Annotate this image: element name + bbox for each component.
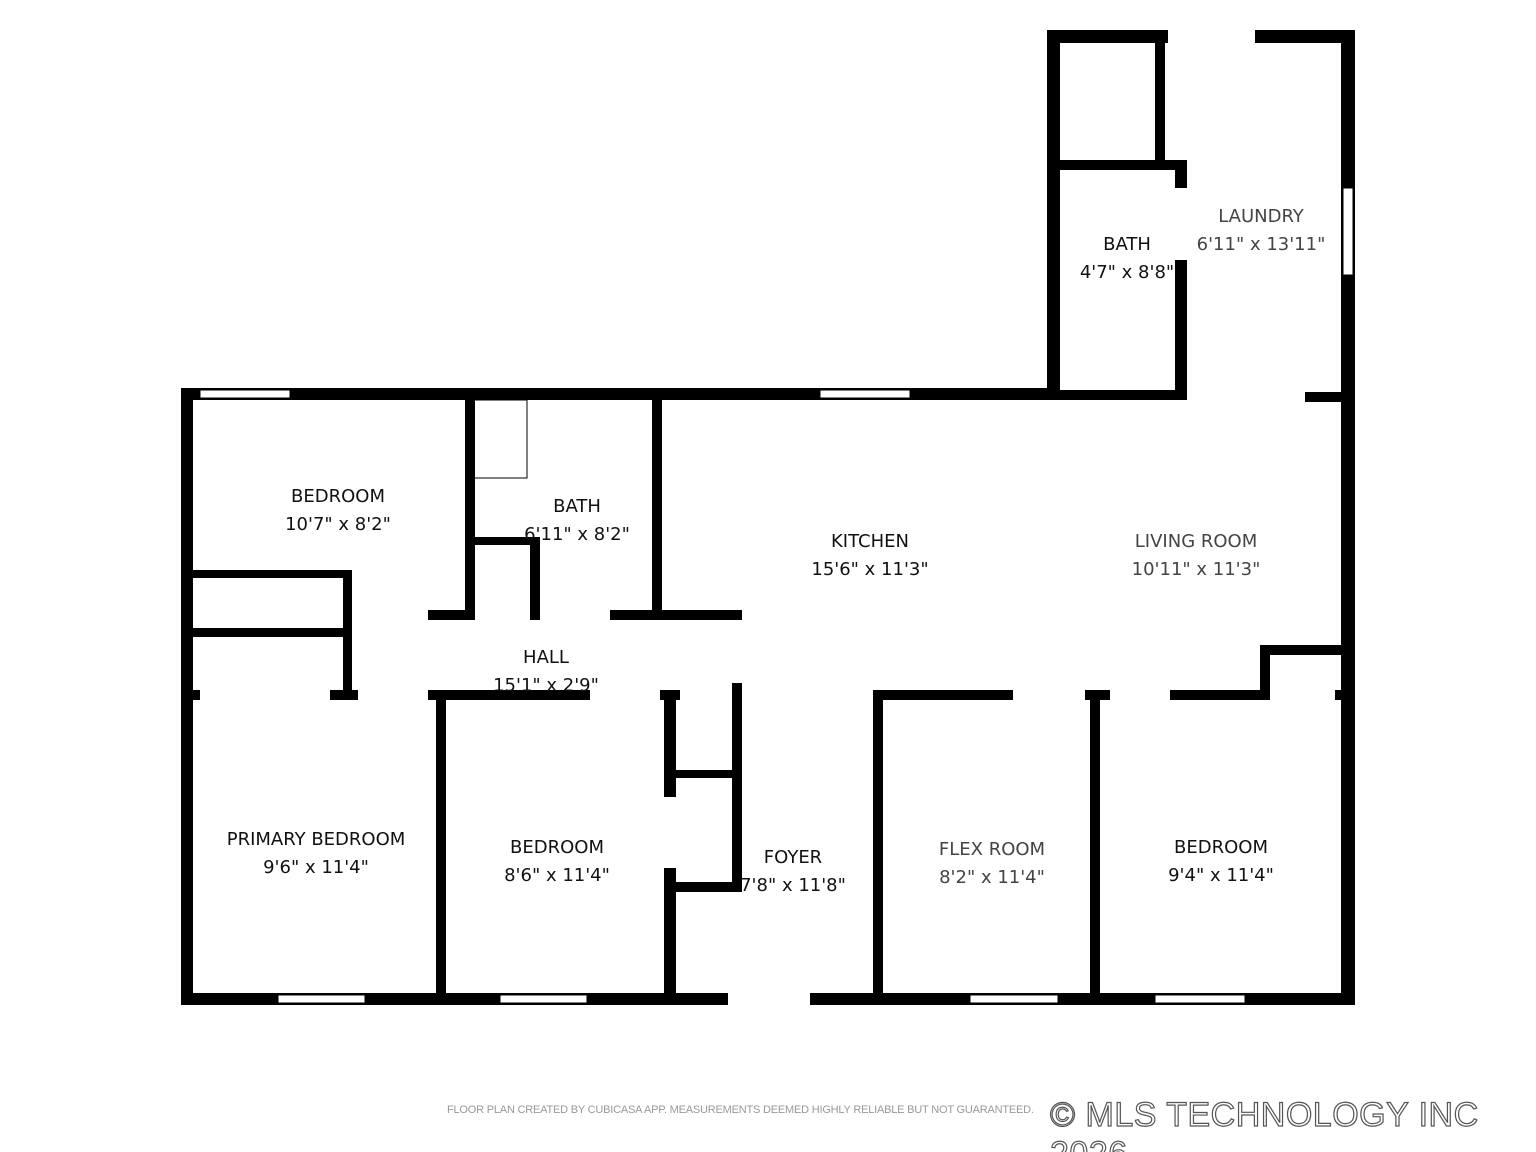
windows bbox=[199, 187, 1354, 1004]
copyright-watermark: © MLS TECHNOLOGY INC 2026 bbox=[1049, 1095, 1479, 1152]
walls bbox=[181, 30, 1355, 1005]
disclaimer-text: FLOOR PLAN CREATED BY CUBICASA APP. MEAS… bbox=[447, 1104, 1034, 1116]
closet-outline bbox=[473, 399, 528, 479]
